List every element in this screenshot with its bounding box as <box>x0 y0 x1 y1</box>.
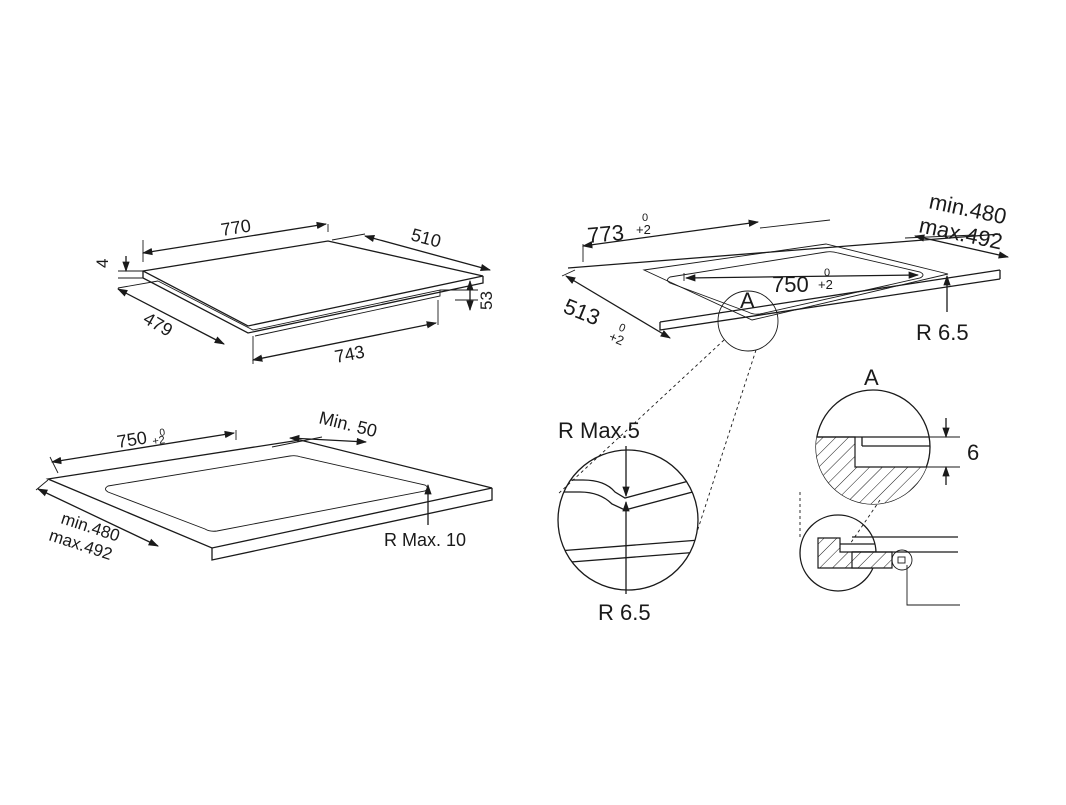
radius-flush: R 6.5 <box>916 320 969 345</box>
hob-glass-edge <box>142 271 484 334</box>
detail-a-marker-circle <box>717 290 779 352</box>
dim-750-std-tol-upper: 0 <box>159 427 167 439</box>
dim-513-line <box>565 275 671 339</box>
dim-4: 4 <box>93 259 112 268</box>
dim-750-flush-tol-lower: +2 <box>818 277 833 292</box>
dim-worktop-std-line <box>37 488 159 547</box>
dim-min50-line <box>288 434 368 446</box>
hob-drawing: 770 510 4 53 479 743 <box>93 215 496 366</box>
section-detail-circle <box>891 549 913 571</box>
dim-513-tol-lower: +2 <box>607 329 626 348</box>
dim-773-tol-lower: +2 <box>636 222 651 237</box>
detail-a-marker: A <box>740 288 755 313</box>
flush-cutout-drawing: 773 0 +2 min.480 max.492 750 0 +2 513 0 … <box>560 188 1010 352</box>
dim-479-line <box>117 288 225 345</box>
dim-479: 479 <box>140 308 176 340</box>
dim-min50: Min. 50 <box>317 407 379 441</box>
dim-743: 743 <box>333 342 366 367</box>
dim-6: 6 <box>967 440 979 465</box>
dim-750-flush-line <box>684 271 920 282</box>
dim-750-std-line <box>50 430 236 465</box>
dim-513-tol-upper: 0 <box>617 322 627 335</box>
dim-773: 773 <box>586 220 625 248</box>
detail-a: A 6 <box>799 365 979 606</box>
worktop-front <box>211 488 493 561</box>
detail-zoom: R Max.5 R 6.5 <box>557 339 757 625</box>
dim-743-line <box>251 321 438 362</box>
detail-a-title: A <box>864 365 879 390</box>
rebate-outline <box>642 243 949 321</box>
dim-750-flush: 750 <box>772 272 809 297</box>
dim-773-line <box>581 219 760 249</box>
dim-510: 510 <box>409 225 443 252</box>
dim-770-line <box>141 221 328 256</box>
dim-53: 53 <box>477 291 496 310</box>
dim-773-tol-upper: 0 <box>642 212 648 224</box>
cutout-outline <box>105 455 428 532</box>
dim-750-std-tol-lower: +2 <box>152 434 166 448</box>
radius-zoom-outer: R Max.5 <box>558 418 640 443</box>
dim-750-std: 750 <box>115 427 148 451</box>
dim-770: 770 <box>219 215 252 239</box>
dim-513: 513 <box>560 293 603 330</box>
dim-510-line <box>363 234 492 272</box>
dim-worktop-flush-line <box>913 234 1010 259</box>
radius-zoom-inner: R 6.5 <box>598 600 651 625</box>
zoom-circle <box>557 449 699 591</box>
standard-cutout-drawing: 750 0 +2 Min. 50 min.480 max.492 R Max. … <box>35 407 493 564</box>
dim-750-flush-tol-upper: 0 <box>824 267 830 279</box>
radius-std: R Max. 10 <box>384 530 466 550</box>
section-leader <box>906 565 960 606</box>
worktop-front-edge <box>659 269 1001 323</box>
